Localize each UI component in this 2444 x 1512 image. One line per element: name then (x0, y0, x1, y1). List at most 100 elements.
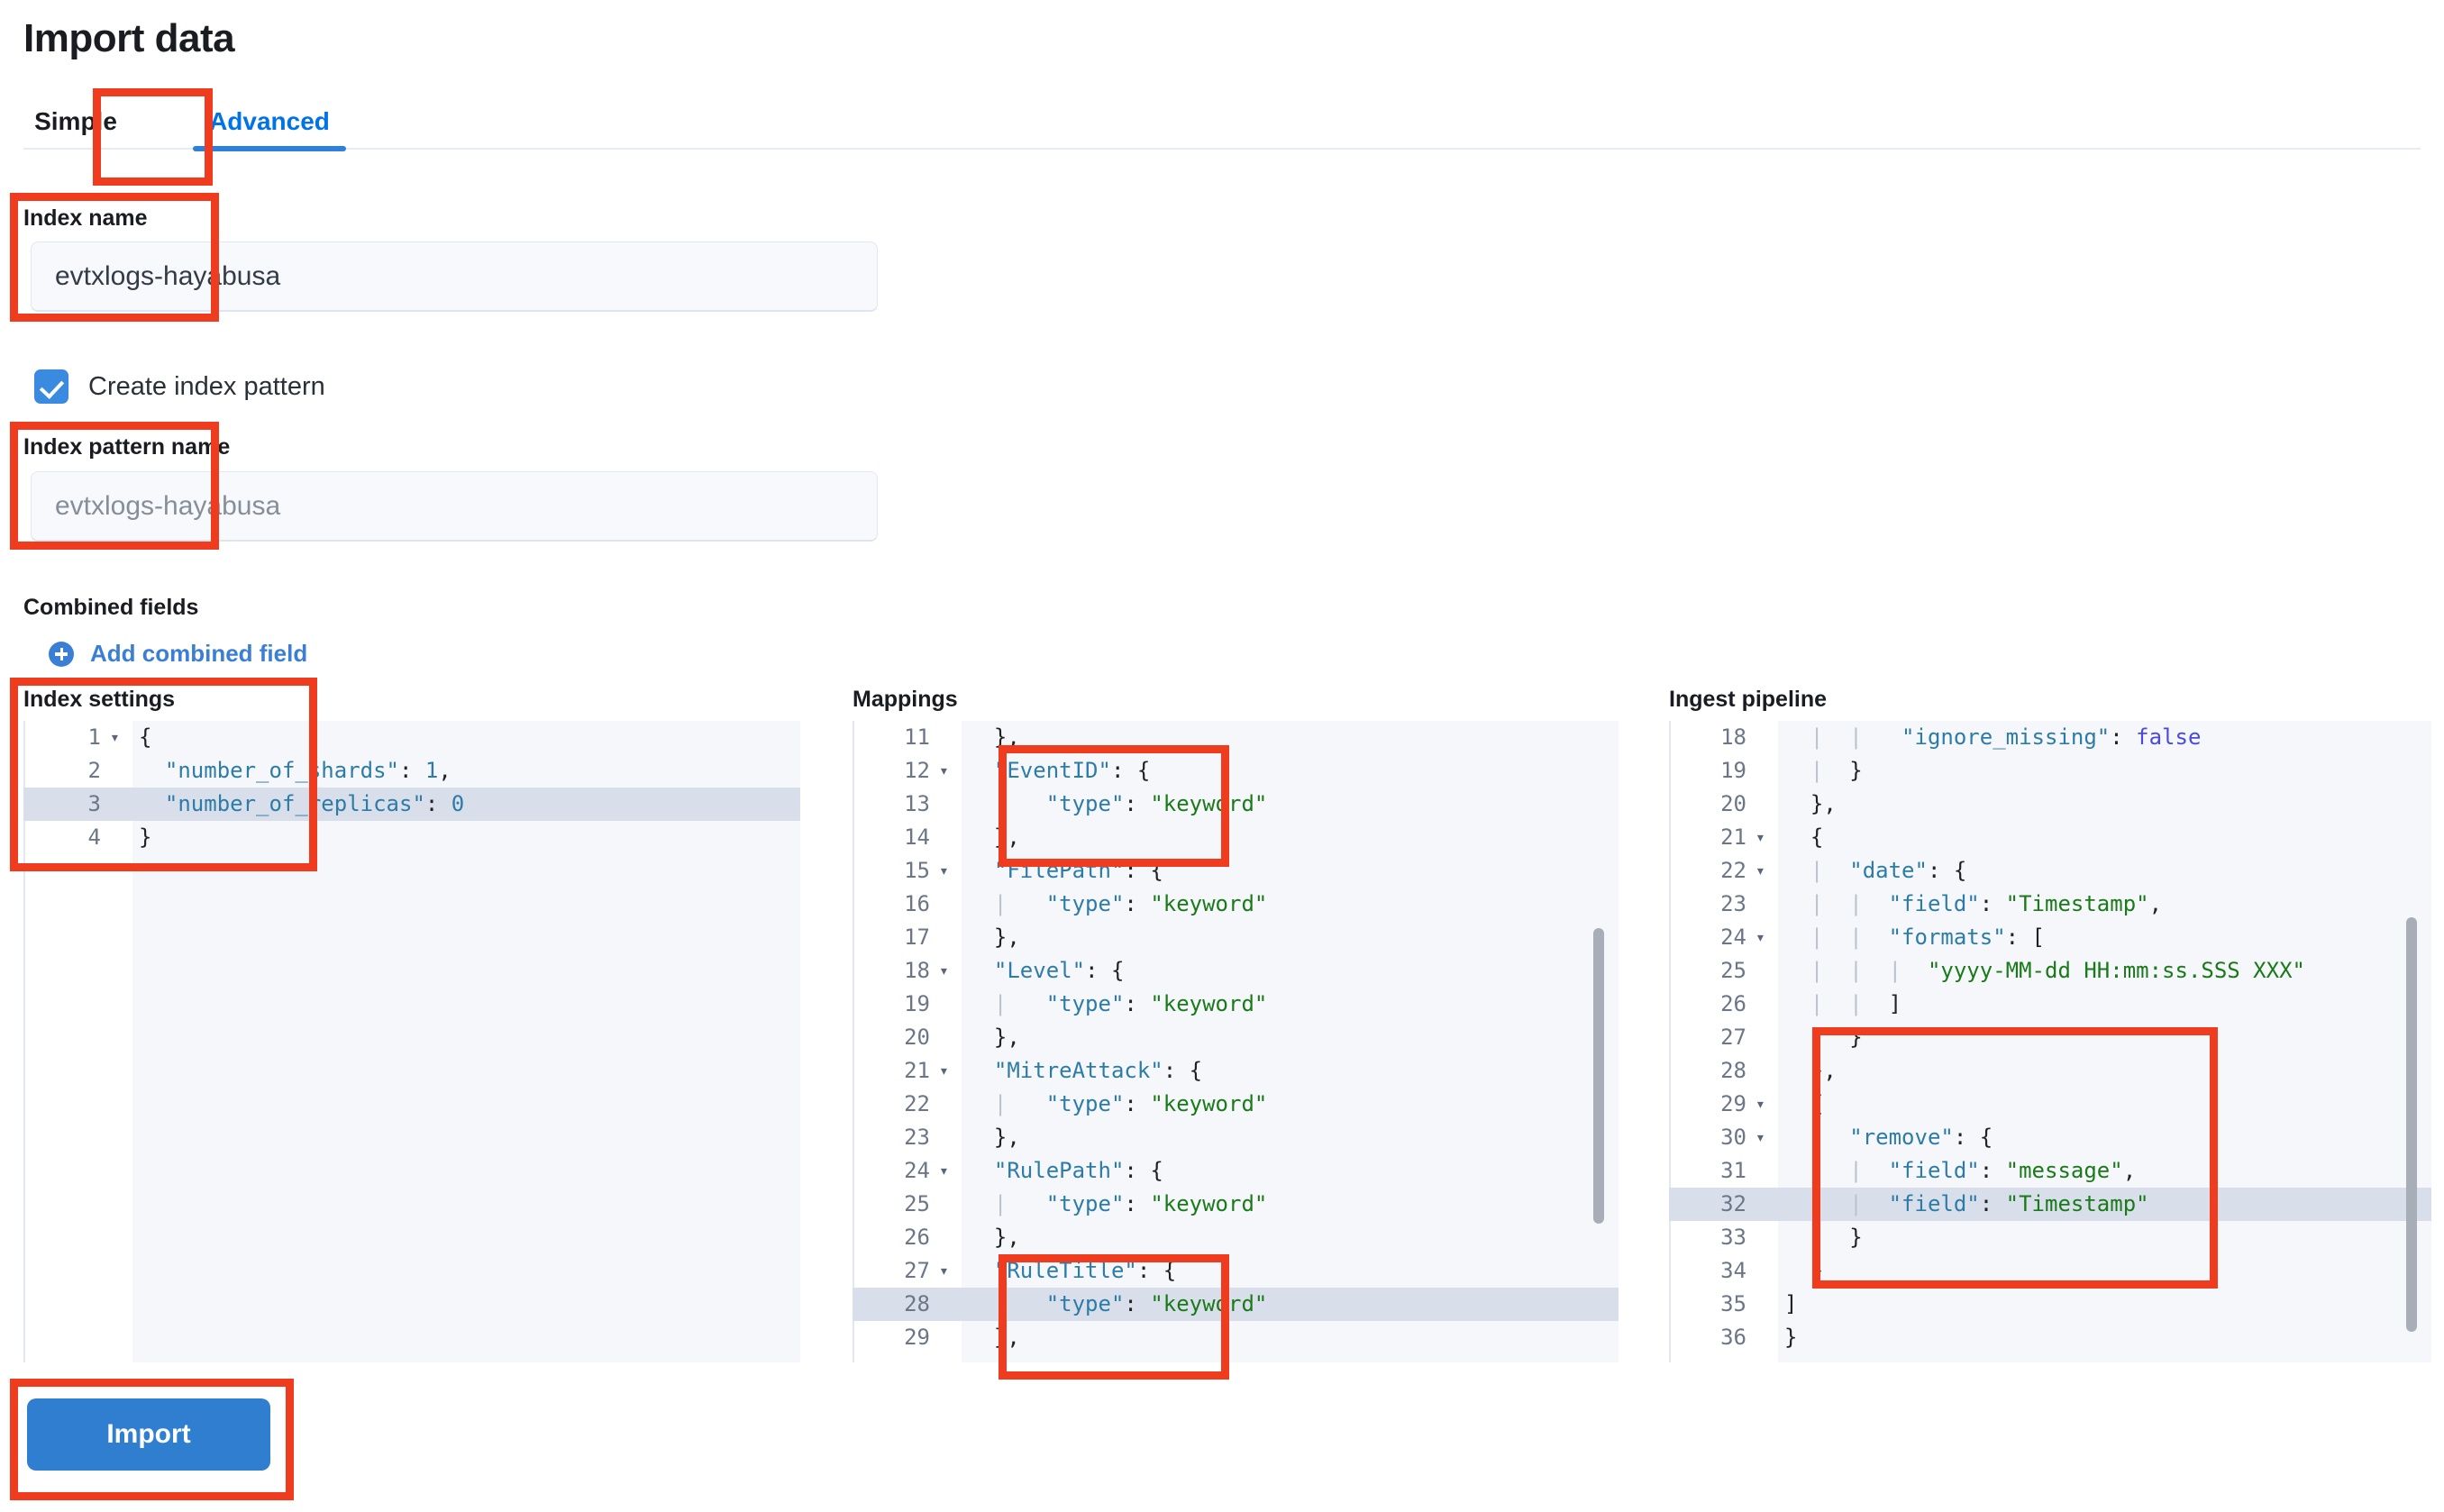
code-line: 19 | "type": "keyword" (853, 988, 1619, 1021)
code-line: 25 | | | "yyyy-MM-dd HH:mm:ss.SSS XXX" (1669, 954, 2431, 988)
code-line: 18▾ "Level": { (853, 954, 1619, 988)
index-pattern-name-label: Index pattern name (23, 434, 231, 460)
mappings-scrollbar-thumb[interactable] (1593, 928, 1604, 1224)
code-text: }, (1810, 1058, 1837, 1083)
line-number: 12 (904, 758, 930, 783)
code-line: 22 | "type": "keyword" (853, 1088, 1619, 1121)
code-text: | | "field": "message", (1784, 1158, 2137, 1183)
code-text: { (1810, 1091, 1824, 1116)
code-line: 31 | | "field": "message", (1669, 1154, 2431, 1188)
line-number: 20 (1720, 791, 1746, 816)
code-text: "number_of_replicas": 0 (164, 791, 465, 816)
editor-gutter (23, 721, 132, 1362)
line-number: 36 (1720, 1325, 1746, 1350)
line-number: 4 (87, 824, 101, 850)
line-number: 29 (1720, 1091, 1746, 1116)
tab-simple[interactable]: Simple (34, 107, 117, 135)
import-button[interactable]: Import (27, 1398, 270, 1471)
editor-gutter-divider (961, 721, 962, 1362)
index-name-input[interactable]: evtxlogs-hayabusa (31, 241, 878, 312)
code-text: }, (1810, 791, 1837, 816)
code-line: 20 }, (1669, 788, 2431, 821)
code-text: } (1810, 1258, 1824, 1283)
code-line: 27 | } (1669, 1021, 2431, 1054)
code-line: 28 }, (1669, 1054, 2431, 1088)
line-number: 23 (904, 1125, 930, 1150)
ingest-pipeline-scrollbar-thumb[interactable] (2406, 917, 2417, 1332)
fold-caret-icon[interactable]: ▾ (1755, 1128, 1765, 1147)
fold-caret-icon[interactable]: ▾ (939, 1061, 949, 1080)
fold-caret-icon[interactable]: ▾ (939, 761, 949, 780)
code-line: 18 | | "ignore_missing": false (1669, 721, 2431, 754)
line-number: 21 (904, 1058, 930, 1083)
page-title: Import data (23, 16, 235, 60)
code-text: | "type": "keyword" (968, 1091, 1268, 1116)
fold-caret-icon[interactable]: ▾ (1755, 1095, 1765, 1114)
code-line: 15▾ "FilePath": { (853, 854, 1619, 888)
fold-caret-icon[interactable]: ▾ (1755, 828, 1765, 847)
fold-caret-icon[interactable]: ▾ (1755, 861, 1765, 880)
line-number: 23 (1720, 891, 1746, 916)
code-line: 21▾ { (1669, 821, 2431, 854)
fold-caret-icon[interactable]: ▾ (110, 728, 120, 747)
code-text: } (139, 824, 152, 850)
code-text: }, (993, 1125, 1020, 1150)
code-text: | | ] (1784, 991, 1902, 1016)
add-combined-field-button[interactable]: Add combined field (49, 640, 307, 668)
code-text: "Level": { (993, 958, 1125, 983)
code-line: 24▾ "RulePath": { (853, 1154, 1619, 1188)
line-number: 33 (1720, 1225, 1746, 1250)
fold-caret-icon[interactable]: ▾ (939, 1161, 949, 1180)
code-line: 35] (1669, 1288, 2431, 1321)
code-line: 26 | | ] (1669, 988, 2431, 1021)
line-number: 17 (904, 925, 930, 950)
editor-left-border (1669, 721, 1671, 1362)
create-index-pattern-checkbox[interactable]: Create index pattern (34, 369, 325, 404)
code-line: 12 ▾ "EventID": { (853, 754, 1619, 788)
line-number: 25 (1720, 958, 1746, 983)
code-text: }, (993, 724, 1020, 750)
code-text: "EventID": { (993, 758, 1151, 783)
code-line: 16 | "type": "keyword" (853, 888, 1619, 921)
code-text: }, (993, 824, 1020, 850)
line-number: 25 (904, 1191, 930, 1216)
line-number: 3 (87, 791, 101, 816)
fold-caret-icon[interactable]: ▾ (1755, 928, 1765, 947)
editor-left-border (853, 721, 854, 1362)
code-line: 14 }, (853, 821, 1619, 854)
line-number: 28 (904, 1291, 930, 1316)
fold-caret-icon[interactable]: ▾ (939, 961, 949, 980)
code-line: 32 | | "field": "Timestamp" (1669, 1188, 2431, 1221)
code-line: 25 | "type": "keyword" (853, 1188, 1619, 1221)
code-line: 19 | } (1669, 754, 2431, 788)
code-text: | } (1784, 1025, 1863, 1050)
index-settings-title: Index settings (23, 687, 176, 712)
code-text: | | "field": "Timestamp", (1784, 891, 2163, 916)
fold-caret-icon[interactable]: ▾ (939, 1262, 949, 1280)
code-line: 23 }, (853, 1121, 1619, 1154)
line-number: 31 (1720, 1158, 1746, 1183)
code-text: | "type": "keyword" (968, 791, 1268, 816)
code-line: 29 ▾ { (1669, 1088, 2431, 1121)
index-pattern-name-input[interactable]: evtxlogs-hayabusa (31, 471, 878, 542)
mappings-editor[interactable]: 11 },12▾ "EventID": {13 | "type": "keywo… (853, 721, 1619, 1362)
tab-advanced[interactable]: Advanced (184, 94, 355, 151)
combined-fields-label: Combined fields (23, 595, 199, 620)
code-text: | "remove": { (1784, 1125, 1993, 1150)
code-line: 2 "number_of_shards": 1, (23, 754, 800, 788)
index-settings-editor[interactable]: 1▾{2 "number_of_shards": 1,3 "number_of_… (23, 721, 800, 1362)
code-line: 33 | } (1669, 1221, 2431, 1254)
line-number: 18 (1720, 724, 1746, 750)
add-combined-field-label: Add combined field (90, 640, 308, 667)
code-line: 29 }, (853, 1321, 1619, 1354)
code-text: | | "field": "Timestamp" (1784, 1191, 2149, 1216)
code-text: }, (993, 1325, 1020, 1350)
code-text: | } (1784, 758, 1863, 783)
checkmark-icon (34, 369, 68, 404)
code-text: | "type": "keyword" (968, 891, 1268, 916)
code-line: 30▾ | "remove": { (1669, 1121, 2431, 1154)
fold-caret-icon[interactable]: ▾ (939, 861, 949, 880)
code-line: 26 }, (853, 1221, 1619, 1254)
code-text: "FilePath": { (993, 858, 1163, 883)
